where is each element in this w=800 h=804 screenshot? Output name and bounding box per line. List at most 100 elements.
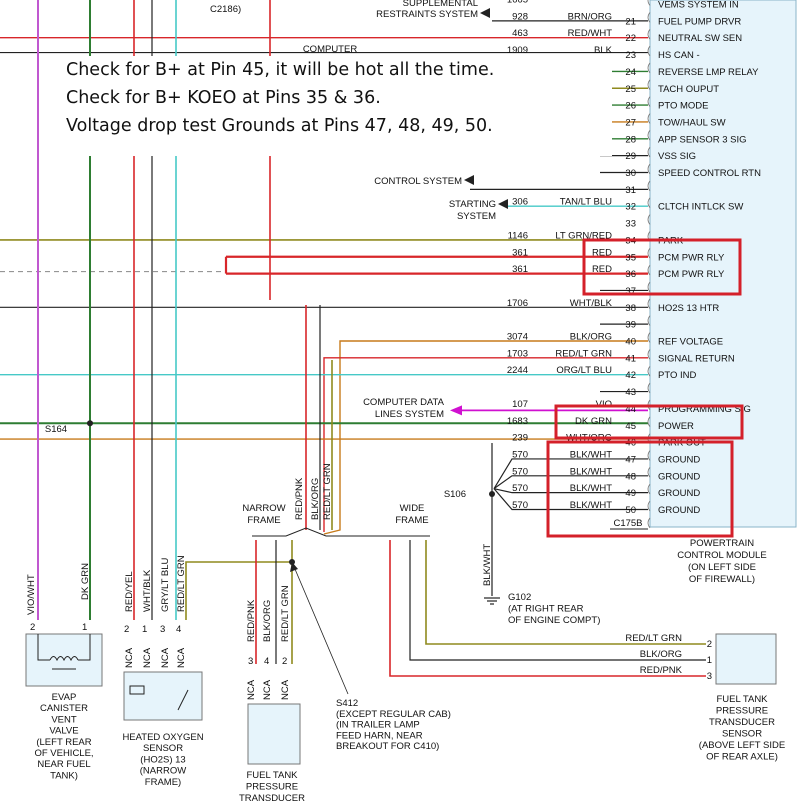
splice-s164-label: S164 bbox=[45, 424, 67, 435]
g102-wire-label: BLK/WHT bbox=[482, 544, 493, 586]
wire-color-label: BRN/ORG bbox=[568, 11, 612, 22]
circuit-number: 1683 bbox=[507, 416, 528, 427]
evap-name: VALVE bbox=[49, 726, 78, 737]
wire-wide-blk-org bbox=[409, 540, 706, 661]
coil-icon bbox=[49, 656, 79, 662]
evap-name: (LEFT REAR bbox=[36, 737, 91, 748]
pin-number: 39 bbox=[625, 320, 636, 331]
evap-name: NEAR FUEL bbox=[37, 759, 90, 770]
note-line-3: Voltage drop test Grounds at Pins 47, 48… bbox=[66, 116, 493, 136]
wire-color-label: TAN/LT BLU bbox=[560, 197, 612, 208]
arrow-starting bbox=[498, 199, 508, 209]
ho2s-nca: NCA bbox=[124, 647, 135, 668]
highlight-pcm-pwr-rly bbox=[582, 238, 742, 296]
mid-wire-label: BLK/ORG bbox=[310, 478, 321, 520]
pin-number: 37 bbox=[625, 286, 636, 297]
pin-notch bbox=[647, 248, 651, 259]
wire-wide-red-pnk bbox=[389, 540, 706, 677]
pin-function: PCM PWR RLY bbox=[658, 269, 725, 280]
label-starting: STARTING bbox=[449, 199, 496, 210]
pin-function: PTO MODE bbox=[658, 101, 709, 112]
pin-function: APP SENSOR 3 SIG bbox=[658, 134, 747, 145]
evap-wire-label: VIO/WHT bbox=[26, 574, 37, 615]
pin-notch bbox=[647, 28, 651, 40]
pin-number: 43 bbox=[625, 387, 636, 398]
pin-notch bbox=[647, 382, 651, 394]
pin-notch bbox=[647, 298, 651, 310]
pin-number: 35 bbox=[625, 252, 636, 263]
pin-notch bbox=[647, 12, 651, 23]
pin-number: 26 bbox=[625, 101, 636, 112]
wire-color-label: VIO bbox=[596, 399, 612, 410]
pin-number: 38 bbox=[625, 303, 636, 314]
narrow-frame-label: FRAME bbox=[247, 515, 280, 526]
ftp-wide-name: TRANSDUCER bbox=[709, 717, 775, 728]
wires-layer bbox=[0, 0, 706, 695]
pcm-module bbox=[647, 0, 797, 529]
wire-color-label: BLK bbox=[594, 45, 613, 56]
note-line-2: Check for B+ KOEO at Pins 35 & 36. bbox=[66, 88, 381, 108]
wire-color-label: RED bbox=[592, 264, 612, 275]
circuit-number: 1909 bbox=[507, 45, 528, 56]
arrow-computer-data bbox=[450, 405, 462, 416]
pin-notch bbox=[647, 349, 651, 360]
evap-pin: 1 bbox=[82, 622, 87, 633]
mid-wire-label: RED/LT GRN bbox=[322, 463, 333, 520]
ho2s-wire-label: GRY/LT BLU bbox=[160, 557, 171, 612]
leader-s412 bbox=[291, 561, 349, 695]
ho2s-pin: 1 bbox=[142, 624, 147, 635]
pin-notch bbox=[647, 281, 651, 293]
evap-name: CANISTER bbox=[40, 703, 88, 714]
wire-ground-50 bbox=[493, 488, 648, 511]
wire-ground-48 bbox=[493, 475, 648, 490]
pin-function: REVERSE LMP RELAY bbox=[658, 67, 759, 78]
pin-function: CLTCH INTLCK SW bbox=[658, 202, 743, 213]
pin-notch bbox=[647, 483, 651, 495]
pin-number: 48 bbox=[625, 471, 636, 482]
wire-pin-40 bbox=[323, 340, 648, 535]
pin-notch bbox=[647, 365, 651, 377]
pin-notch bbox=[647, 96, 651, 107]
pin-notch bbox=[647, 180, 651, 192]
pin-function: NEUTRAL SW SEN bbox=[658, 33, 742, 44]
pin-function: GROUND bbox=[658, 505, 700, 516]
splice-s164 bbox=[87, 420, 93, 427]
pin-notch bbox=[647, 197, 651, 208]
label-computer: COMPUTER bbox=[303, 44, 358, 55]
evap-pin: 2 bbox=[30, 622, 35, 633]
evap-name: OF VEHICLE, bbox=[34, 748, 93, 759]
label-c2186: C2186) bbox=[210, 4, 241, 15]
wide-frame-label: WIDE bbox=[400, 503, 425, 514]
pin-number: 25 bbox=[625, 84, 636, 95]
pin-number: 28 bbox=[625, 134, 636, 145]
label-computer-data: COMPUTER DATA bbox=[363, 397, 445, 408]
ftp-narrow-wire-label: RED/LT GRN bbox=[280, 585, 291, 642]
pin-notch bbox=[647, 264, 651, 276]
pin-number: 40 bbox=[625, 337, 636, 348]
pin-notch bbox=[647, 332, 651, 343]
circuit-number: 928 bbox=[512, 11, 528, 22]
pin-function: FUEL PUMP DRVR bbox=[658, 16, 741, 27]
ftp-wide-pin: 3 bbox=[707, 671, 712, 682]
ho2s-pin: 4 bbox=[176, 624, 181, 635]
arrow-restraints bbox=[480, 8, 490, 18]
pin-function: REF VOLTAGE bbox=[658, 337, 723, 348]
ho2s-pin: 3 bbox=[160, 624, 165, 635]
ftp-narrow-pin: 3 bbox=[248, 656, 253, 667]
ftp-wide-pin: 1 bbox=[707, 655, 712, 666]
pin-function: VEMS SYSTEM IN bbox=[658, 0, 739, 11]
pin-notch bbox=[647, 79, 651, 90]
label-supplemental: SUPPLEMENTAL bbox=[403, 0, 478, 9]
g102-label: (AT RIGHT REAR bbox=[508, 604, 584, 615]
ho2s-name: (NARROW bbox=[140, 766, 186, 777]
ftp-wide-name: (ABOVE LEFT SIDE bbox=[699, 740, 785, 751]
ftp-narrow-name: PRESSURE bbox=[246, 782, 298, 793]
label-system: SYSTEM bbox=[457, 211, 496, 222]
pin-function: HO2S 13 HTR bbox=[658, 303, 719, 314]
wire-color-label: BLK/WHT bbox=[570, 483, 612, 494]
pin-notch bbox=[647, 416, 651, 427]
pin-function: GROUND bbox=[658, 454, 700, 465]
circuit-number: 570 bbox=[512, 466, 528, 477]
pin-function: VSS SIG bbox=[658, 151, 696, 162]
